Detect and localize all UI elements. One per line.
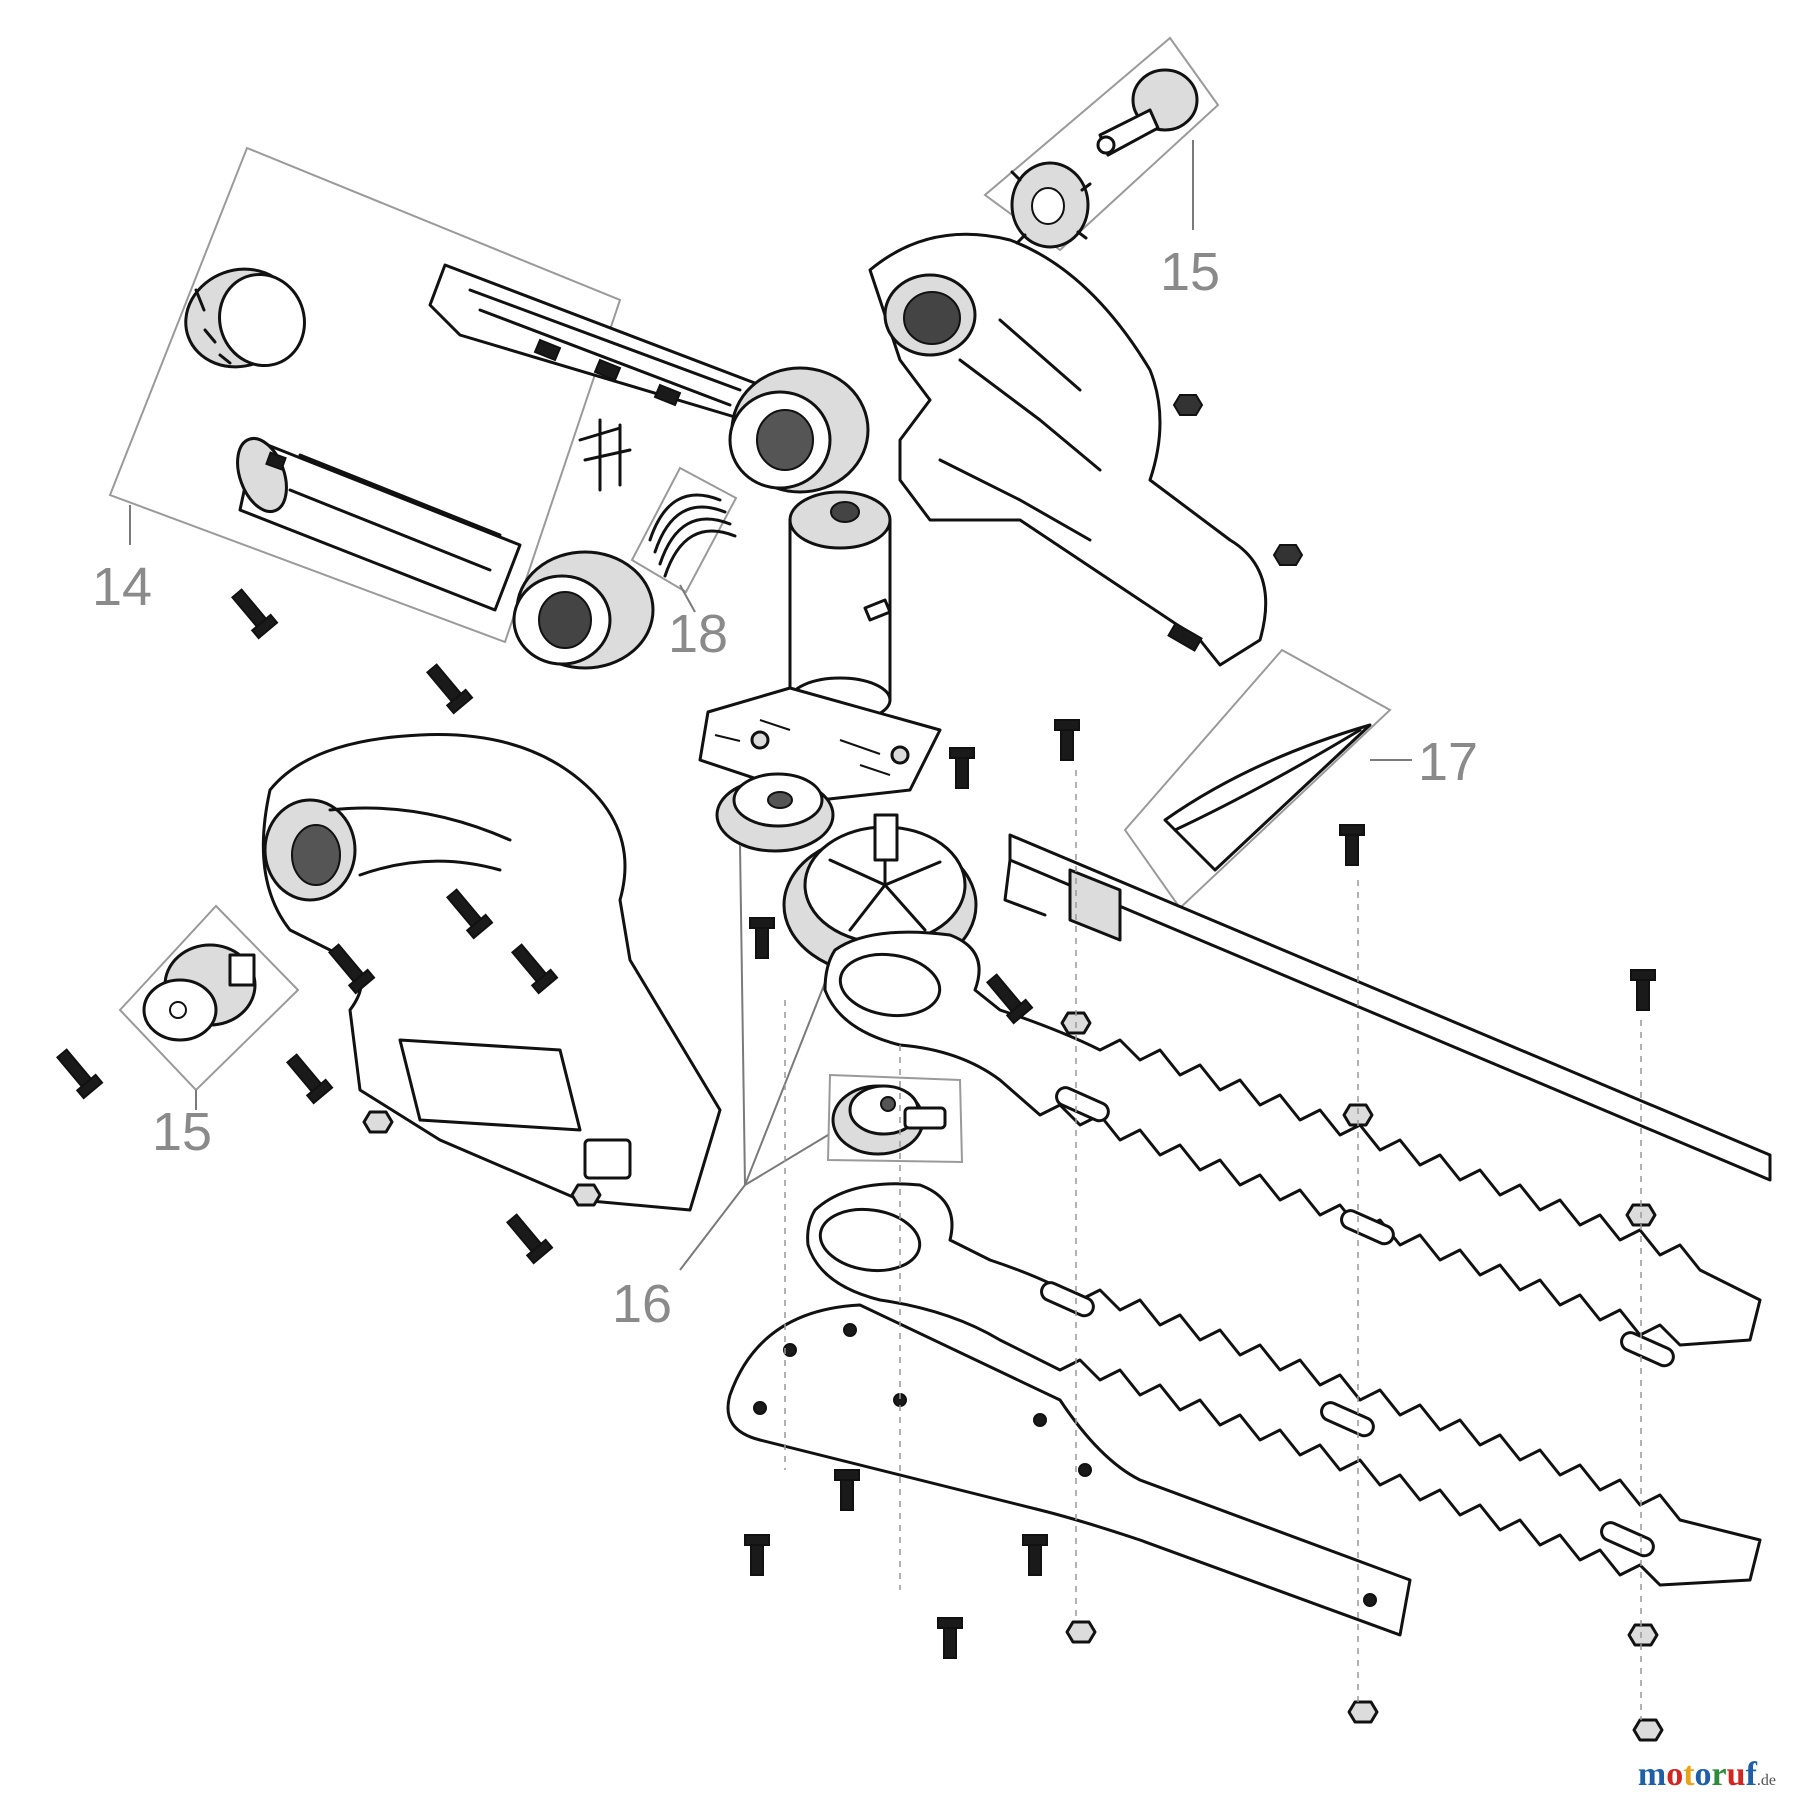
- wm-letter-t: t: [1683, 1756, 1695, 1793]
- rear-collar: [512, 550, 655, 670]
- screw: [1054, 719, 1080, 761]
- screws: [55, 588, 1656, 1659]
- group-18-frame: [630, 466, 738, 594]
- screw: [505, 1213, 554, 1265]
- nut: [1632, 1718, 1664, 1742]
- left-housing-half: [261, 733, 722, 1212]
- group-15-top-frame: [983, 36, 1220, 252]
- screw: [1339, 824, 1365, 866]
- leader-18: [679, 584, 696, 613]
- leader-16: [679, 844, 831, 1271]
- wm-letter-o1: o: [1666, 1756, 1684, 1793]
- screw: [744, 1534, 770, 1576]
- screw: [425, 663, 474, 715]
- callout-15-top: 15: [1160, 242, 1220, 302]
- screw: [510, 943, 559, 995]
- nut: [362, 1110, 394, 1134]
- wm-tld: .de: [1756, 1772, 1776, 1789]
- screw: [285, 1053, 334, 1105]
- handle-tube: [428, 263, 870, 494]
- part-group-15-top: 15: [983, 36, 1220, 302]
- part-group-15-left: 15: [118, 904, 300, 1162]
- callout-17: 17: [1418, 732, 1478, 792]
- switch-clip: [578, 418, 632, 492]
- callout-14: 14: [92, 557, 152, 617]
- nut: [1065, 1620, 1097, 1644]
- small-gear: [715, 772, 835, 853]
- screw: [985, 973, 1034, 1025]
- wm-letter-u: u: [1726, 1756, 1746, 1793]
- part-group-14: 14: [92, 146, 870, 670]
- wm-letter-f: f: [1745, 1756, 1757, 1793]
- nut: [1342, 1103, 1374, 1127]
- wm-letter-r: r: [1711, 1756, 1727, 1793]
- wm-letter-o2: o: [1694, 1756, 1712, 1793]
- screw: [327, 943, 376, 995]
- screw: [749, 917, 775, 959]
- part-group-17: 17: [1123, 648, 1478, 910]
- adjustment-knob: [1010, 68, 1199, 249]
- screw: [445, 888, 494, 940]
- group-14-frame: [108, 146, 622, 644]
- motoruf-watermark: motoruf.de: [1638, 1756, 1776, 1794]
- spring: [648, 493, 737, 578]
- wm-letter-m: m: [1637, 1756, 1667, 1793]
- assembly-axes: [784, 770, 1642, 1720]
- callout-16: 16: [612, 1274, 672, 1334]
- part-group-18: 18: [630, 466, 738, 664]
- right-housing-half: [868, 232, 1304, 667]
- callout-18: 18: [668, 604, 728, 664]
- adjustment-knob: [142, 943, 257, 1042]
- lower-blade: [806, 1182, 1762, 1587]
- battery-pack: [236, 437, 522, 612]
- screw: [1022, 1534, 1048, 1576]
- part-group-16: 16: [612, 844, 964, 1334]
- group-16-frame: [826, 1073, 964, 1164]
- eccentric-cam: [831, 1084, 947, 1156]
- gear-plate: [698, 686, 942, 802]
- screw: [834, 1469, 860, 1511]
- callout-15-left: 15: [152, 1102, 212, 1162]
- locking-ring: [184, 267, 306, 369]
- screw: [937, 1617, 963, 1659]
- tip-guard: [1163, 723, 1372, 872]
- screw: [949, 747, 975, 789]
- nut: [1627, 1623, 1659, 1647]
- screw: [230, 588, 279, 640]
- blade-rail: [1003, 833, 1772, 1182]
- nut: [1347, 1700, 1379, 1724]
- nut: [570, 1183, 602, 1207]
- motor-assembly: [788, 490, 892, 724]
- bottom-support-plate: [726, 1303, 1412, 1637]
- screw: [1630, 969, 1656, 1011]
- screw: [55, 1048, 104, 1100]
